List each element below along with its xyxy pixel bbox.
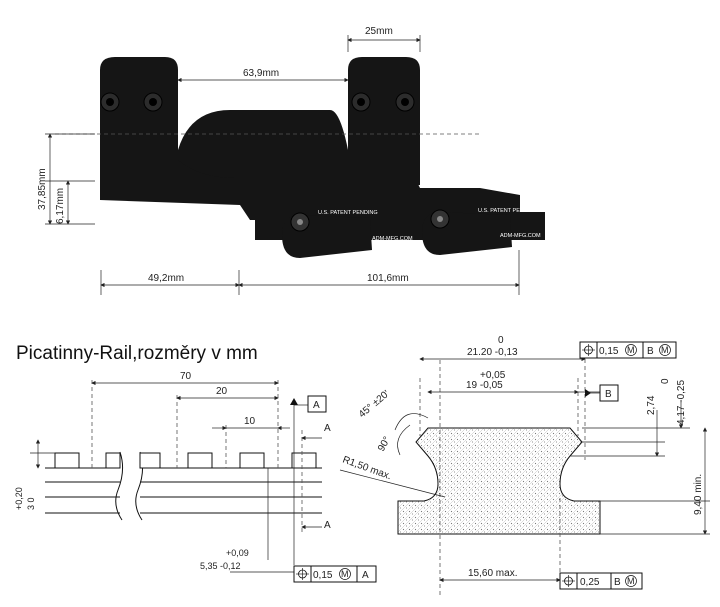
dim-zero-right: 0 bbox=[660, 378, 671, 384]
frame-top-value: 0,15 bbox=[599, 346, 619, 357]
datum-b-label: B bbox=[605, 389, 612, 400]
dim-940: 9,40 min. bbox=[693, 474, 704, 515]
mount-patent-right: U.S. PATENT PENDING bbox=[478, 208, 538, 214]
dim-70: 70 bbox=[180, 371, 192, 382]
rail-title: Picatinny-Rail,rozměry v mm bbox=[16, 343, 258, 364]
tol-plus-009: +0,09 bbox=[226, 548, 249, 558]
mount-logo-right: ADM-MFG.COM bbox=[500, 233, 541, 239]
mmc-icon bbox=[659, 344, 671, 356]
dim-ring-spacing: 63,9mm bbox=[243, 68, 279, 79]
tol-plus-020: +0,20 bbox=[14, 487, 24, 510]
radius-label: R1,50 max. bbox=[341, 454, 393, 482]
section-a-bottom: A bbox=[324, 520, 331, 531]
dim-19: 19 -0,05 bbox=[466, 380, 503, 391]
tolerance-frame-left bbox=[293, 565, 377, 583]
frame-bottom-value: 0,25 bbox=[580, 577, 600, 588]
dim-ring-width: 25mm bbox=[365, 26, 393, 37]
section-a-top: A bbox=[324, 423, 331, 434]
rail-cross-section bbox=[339, 356, 710, 595]
dim-2120: 21.20 -0,13 bbox=[467, 347, 518, 358]
mmc-icon bbox=[625, 344, 637, 356]
frame-top-datum: B bbox=[647, 346, 654, 357]
mmc-icon bbox=[625, 575, 637, 587]
angle-90: 90° bbox=[376, 435, 393, 454]
dim-10: 10 bbox=[244, 416, 256, 427]
dim-top-zero: 0 bbox=[498, 335, 504, 346]
dim-plus-005: +0,05 bbox=[480, 370, 506, 381]
dim-front: 49,2mm bbox=[148, 273, 184, 284]
tol-3-0: 3 0 bbox=[26, 497, 36, 510]
tolerance-frame-top bbox=[579, 341, 677, 359]
frame-bottom-datum: B bbox=[614, 577, 621, 588]
tol-535: 5,35 -0,12 bbox=[200, 561, 241, 571]
frame-top-mod: M bbox=[627, 345, 635, 355]
dim-20: 20 bbox=[216, 386, 228, 397]
mount-patent-left: U.S. PATENT PENDING bbox=[318, 210, 378, 216]
frame-left-datum: A bbox=[362, 570, 369, 581]
dim-base: 6,17mm bbox=[55, 188, 66, 224]
frame-left-value: 0,15 bbox=[313, 570, 333, 581]
frame-bottom-mod: M bbox=[627, 576, 635, 586]
dim-417: 4,17 -0,25 bbox=[676, 380, 687, 425]
datum-a-label: A bbox=[313, 400, 320, 411]
mount-dimension-lines bbox=[45, 35, 520, 295]
mmc-icon bbox=[339, 568, 351, 580]
frame-top-datum-mod: M bbox=[661, 345, 669, 355]
dim-height: 37,85mm bbox=[37, 168, 48, 210]
dim-length: 101,6mm bbox=[367, 273, 409, 284]
scope-mount-illustration bbox=[100, 57, 545, 258]
dim-1560: 15,60 max. bbox=[468, 568, 517, 579]
frame-left-mod: M bbox=[341, 569, 349, 579]
mount-logo-left: ADM-MFG.COM bbox=[372, 236, 413, 242]
tolerance-frame-bottom bbox=[559, 572, 643, 590]
dim-274: 2,74 bbox=[646, 395, 657, 415]
datum-a-box bbox=[307, 395, 327, 413]
angle-45: 45° ±20' bbox=[357, 388, 392, 420]
rail-side-view bbox=[30, 380, 322, 573]
